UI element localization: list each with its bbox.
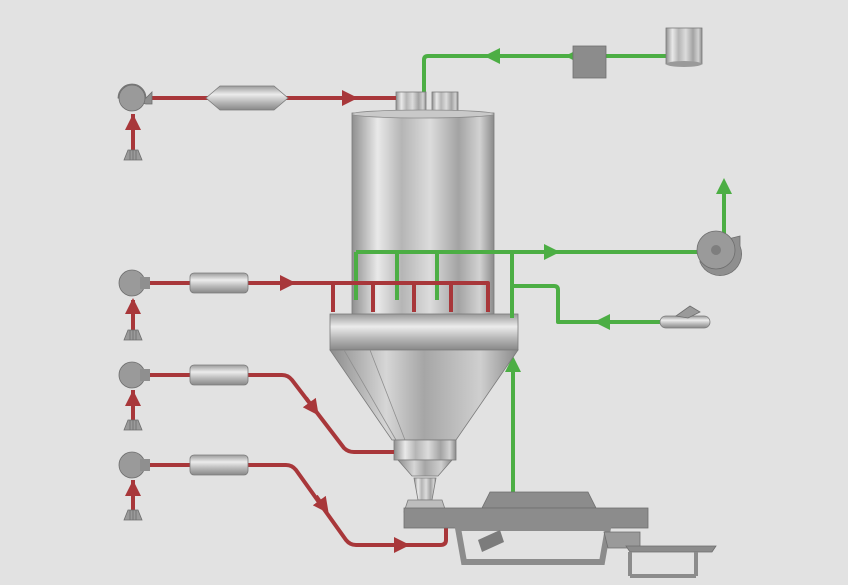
heater-3	[189, 364, 249, 386]
inlet-fan-3	[118, 361, 150, 431]
feed-tank	[665, 27, 703, 67]
heater-4	[189, 454, 249, 476]
vibro-fluidizer	[403, 491, 717, 578]
air-filter-icon	[123, 329, 143, 341]
inlet-fan-4	[118, 451, 150, 521]
heater-2	[189, 272, 249, 294]
exhaust-fan	[696, 230, 742, 276]
air-filter-icon	[123, 419, 143, 431]
main-heater	[205, 85, 289, 111]
inlet-fan-2	[118, 269, 150, 341]
cyclone-return-unit	[659, 305, 711, 329]
inlet-fan-1	[117, 83, 153, 161]
feed-pump	[572, 45, 607, 79]
air-filter-icon	[123, 509, 143, 521]
air-filter-icon	[123, 149, 143, 161]
